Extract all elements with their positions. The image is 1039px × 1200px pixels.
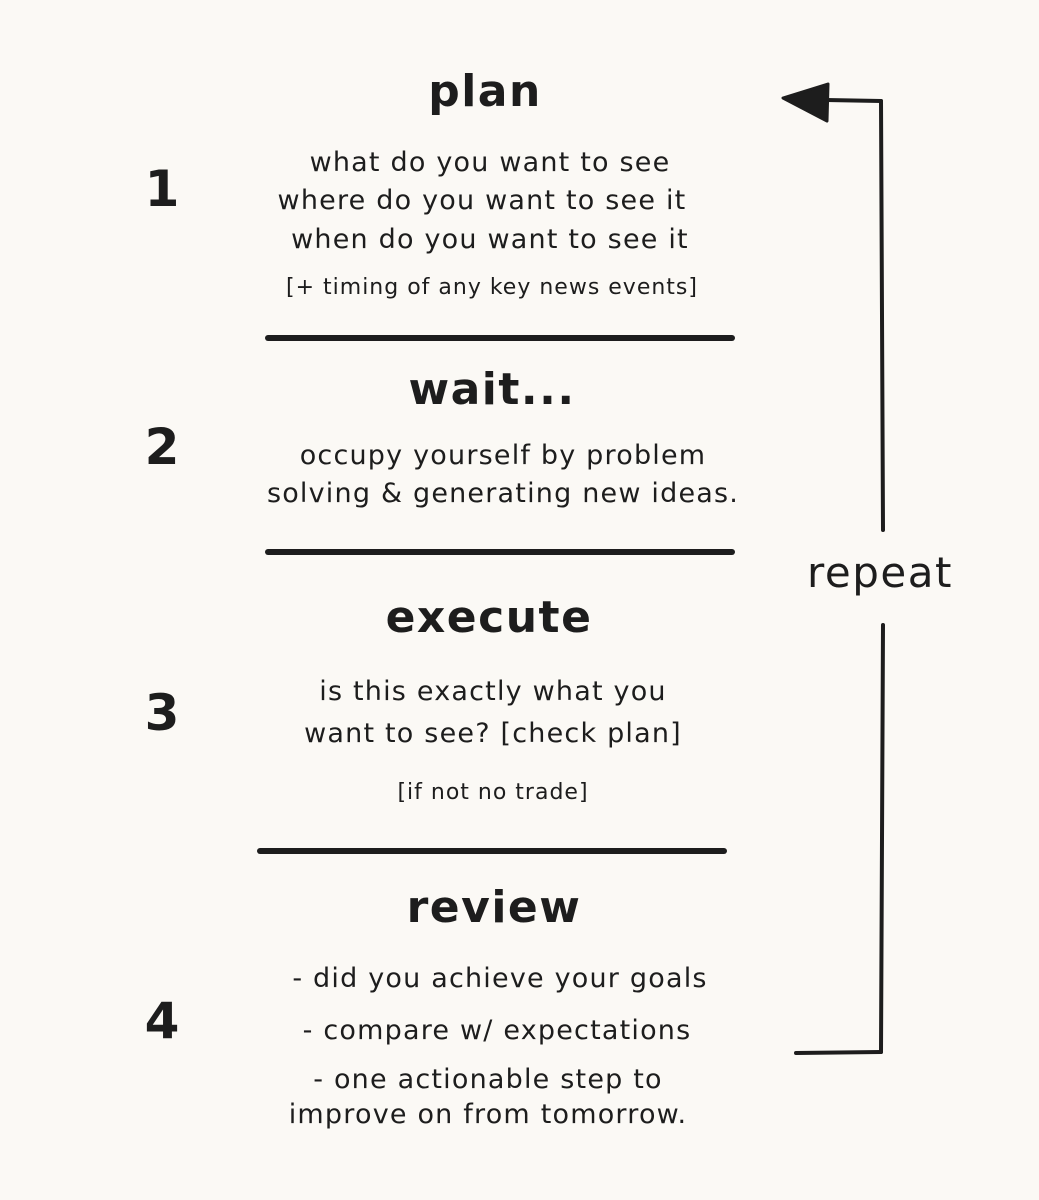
step-number-4: 4 (144, 992, 180, 1050)
execute-line-2: want to see? [check plan] (304, 718, 682, 749)
step-number-3: 3 (144, 684, 180, 742)
review-line-3: - one actionable step to (313, 1064, 663, 1095)
repeat-label: repeat (807, 548, 953, 597)
step-number-1: 1 (144, 160, 180, 218)
step-title-execute: execute (385, 592, 593, 643)
review-line-1: - did you achieve your goals (292, 963, 708, 994)
divider-1 (265, 335, 735, 341)
execute-note: [if not no trade] (397, 780, 589, 805)
step-title-review: review (406, 882, 582, 933)
loop-lower-vertical (879, 623, 885, 1054)
execute-line-1: is this exactly what you (319, 676, 667, 707)
review-line-2: - compare w/ expectations (302, 1015, 692, 1046)
step-title-wait: wait... (408, 364, 576, 415)
loop-bottom-segment (794, 1050, 883, 1055)
divider-2 (265, 549, 735, 555)
wait-line-2: solving & generating new ideas. (266, 478, 740, 509)
loop-top-segment (824, 98, 883, 103)
loop-upper-vertical (879, 99, 885, 532)
divider-3 (257, 848, 727, 854)
step-title-plan: plan (428, 66, 542, 117)
plan-line-1: what do you want to see (309, 147, 671, 178)
plan-line-2: where do you want to see it (277, 185, 687, 216)
plan-line-3: when do you want to see it (291, 224, 689, 255)
review-line-4: improve on from tomorrow. (288, 1099, 688, 1130)
plan-note: [+ timing of any key news events] (286, 275, 698, 300)
arrowhead-icon (781, 82, 830, 123)
step-number-2: 2 (144, 418, 180, 476)
wait-line-1: occupy yourself by problem (299, 440, 707, 471)
